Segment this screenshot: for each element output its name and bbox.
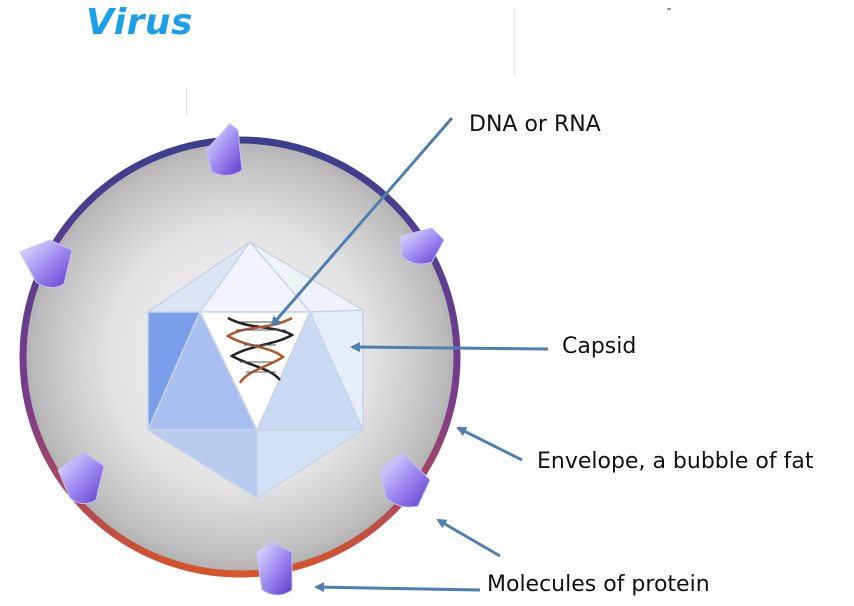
label-capsid: Capsid	[562, 334, 636, 359]
arrow-envelope	[458, 428, 522, 460]
arrow-capsid	[352, 347, 548, 349]
label-dna: DNA or RNA	[469, 112, 601, 137]
protein-spike	[256, 542, 292, 595]
arrow-envelope-lower	[438, 520, 500, 556]
label-protein: Molecules of protein	[487, 572, 710, 597]
protein-spike	[20, 240, 72, 288]
arrow-protein	[316, 587, 480, 590]
label-envelope: Envelope, a bubble of fat	[537, 449, 813, 474]
protein-spike	[206, 124, 242, 176]
